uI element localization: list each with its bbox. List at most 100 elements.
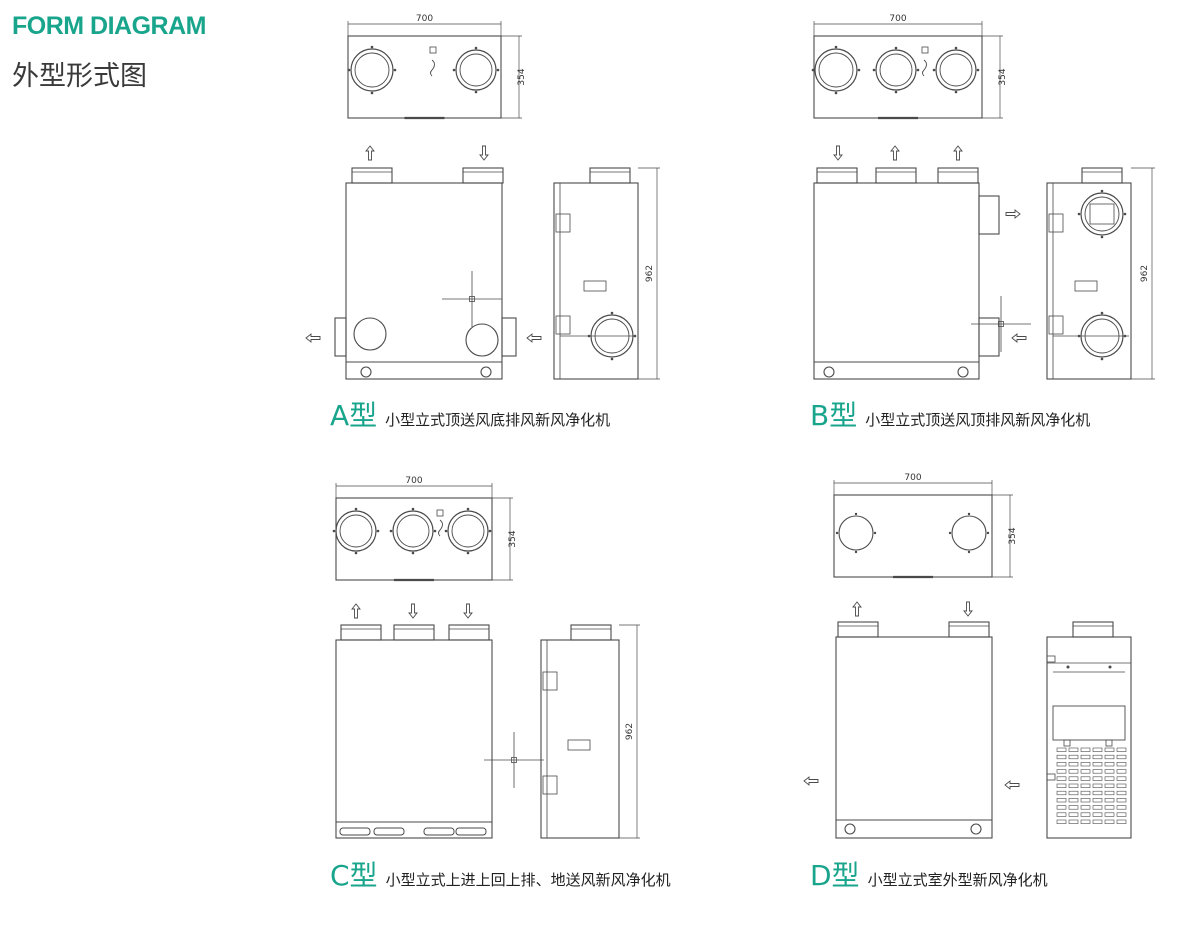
top-view-duct <box>455 49 497 91</box>
airflow-arrow-left <box>1004 780 1020 790</box>
nameplate <box>567 739 591 751</box>
foot-hole <box>823 366 835 378</box>
louver-slot <box>1068 769 1079 774</box>
louver-slot <box>1056 783 1067 788</box>
louver-slot <box>1116 776 1127 781</box>
louver-slot <box>1092 805 1103 810</box>
side-view-duct <box>1080 192 1124 236</box>
louver-slot <box>1068 783 1079 788</box>
top-view-duct-bolt <box>967 550 971 554</box>
top-view-duct-bolt <box>894 90 898 94</box>
top-view-duct <box>350 48 394 92</box>
top-view-duct-bolt <box>393 68 397 72</box>
airflow-arrow-up <box>852 601 862 617</box>
mount-crosshair-box <box>511 757 517 763</box>
top-view-duct-bolt <box>347 68 351 72</box>
top-view-duct-bolt <box>474 46 478 50</box>
louver-slot <box>1068 747 1079 752</box>
louver-slot <box>1080 812 1091 817</box>
top-view-duct-bolt <box>873 531 877 535</box>
dim-depth-label: 354 <box>998 68 1008 85</box>
bottom-supply-slot <box>339 827 371 836</box>
louver-slot <box>1116 812 1127 817</box>
type-b-code: B型 <box>810 399 858 432</box>
dim-width-label: 700 <box>405 476 422 486</box>
airflow-arrow-up <box>890 145 900 161</box>
side-view-panel <box>1052 705 1126 741</box>
top-view-duct <box>814 48 858 92</box>
louver-slot <box>1104 783 1115 788</box>
side-connector <box>978 317 1000 357</box>
louver-slot <box>1104 798 1115 803</box>
louver-slot <box>1092 783 1103 788</box>
dim-width-label: 700 <box>889 14 906 24</box>
louver-slot <box>1056 762 1067 767</box>
top-connector <box>875 167 917 184</box>
louver-slot <box>1116 805 1127 810</box>
top-view-duct-bolt <box>986 531 990 535</box>
top-view-duct-bolt <box>834 91 838 95</box>
top-view-duct-bolt <box>376 529 380 533</box>
type-d-caption: D型 小型立式室外型新风净化机 <box>810 862 1048 890</box>
louver-slot <box>1068 762 1079 767</box>
top-connector <box>570 624 612 641</box>
front-view-body <box>345 182 503 380</box>
airflow-arrow-left <box>526 333 542 343</box>
type-b-caption: B型 小型立式顶送风顶排风新风净化机 <box>810 402 1090 430</box>
side-view-screw <box>1066 665 1070 669</box>
side-hinge <box>542 775 558 795</box>
louver-slot <box>1092 812 1103 817</box>
panel-latch <box>438 519 443 537</box>
top-view-duct-bolt <box>916 68 920 72</box>
side-view-door <box>1046 182 1054 380</box>
side-view-duct-bolt <box>610 357 614 361</box>
foot-hole <box>970 823 982 835</box>
foot-hole <box>844 823 856 835</box>
airflow-arrow-left <box>1011 333 1027 343</box>
side-view-duct-inner <box>1084 196 1120 232</box>
top-connector <box>351 167 393 184</box>
louver-slot <box>1116 747 1127 752</box>
top-view-duct-bolt <box>466 551 470 555</box>
side-hinge <box>1046 655 1056 663</box>
louver-slot <box>1092 798 1103 803</box>
top-view-duct-bolt <box>976 68 980 72</box>
top-view-duct-inner <box>459 53 493 87</box>
top-view-duct-bolt <box>811 68 815 72</box>
panel-indicator <box>921 46 929 54</box>
top-connector <box>1072 621 1114 638</box>
nameplate <box>583 280 607 292</box>
louver-slot <box>1080 805 1091 810</box>
panel-latch <box>922 59 927 77</box>
top-view-duct-bolt <box>452 68 456 72</box>
type-a-code: A型 <box>330 399 378 432</box>
panel-indicator <box>436 509 444 517</box>
top-view-duct-bolt <box>466 507 470 511</box>
mount-crosshair-box <box>469 296 475 302</box>
side-view-latch <box>1105 739 1113 747</box>
top-view-duct <box>335 510 377 552</box>
foot-hole <box>360 366 372 378</box>
top-view-duct <box>838 515 874 551</box>
top-connector <box>837 621 879 638</box>
top-view-duct-bolt <box>332 529 336 533</box>
top-connector <box>393 624 435 641</box>
louver-slot <box>1104 790 1115 796</box>
dim-height-label: 962 <box>645 265 655 282</box>
louver-slot <box>1068 812 1079 817</box>
type-b-description: 小型立式顶送风顶排风新风净化机 <box>865 411 1091 429</box>
louver-slot <box>1092 747 1103 752</box>
louver-slot <box>1056 747 1067 752</box>
top-connector <box>937 167 979 184</box>
type-c-code: C型 <box>330 859 378 892</box>
louver-slot <box>1080 798 1091 803</box>
louver-slot <box>1092 769 1103 774</box>
top-view-body <box>833 494 993 578</box>
louver-slot <box>1080 754 1091 760</box>
top-view-duct <box>447 510 489 552</box>
top-view-duct <box>951 515 987 551</box>
side-view-screw <box>1108 665 1112 669</box>
